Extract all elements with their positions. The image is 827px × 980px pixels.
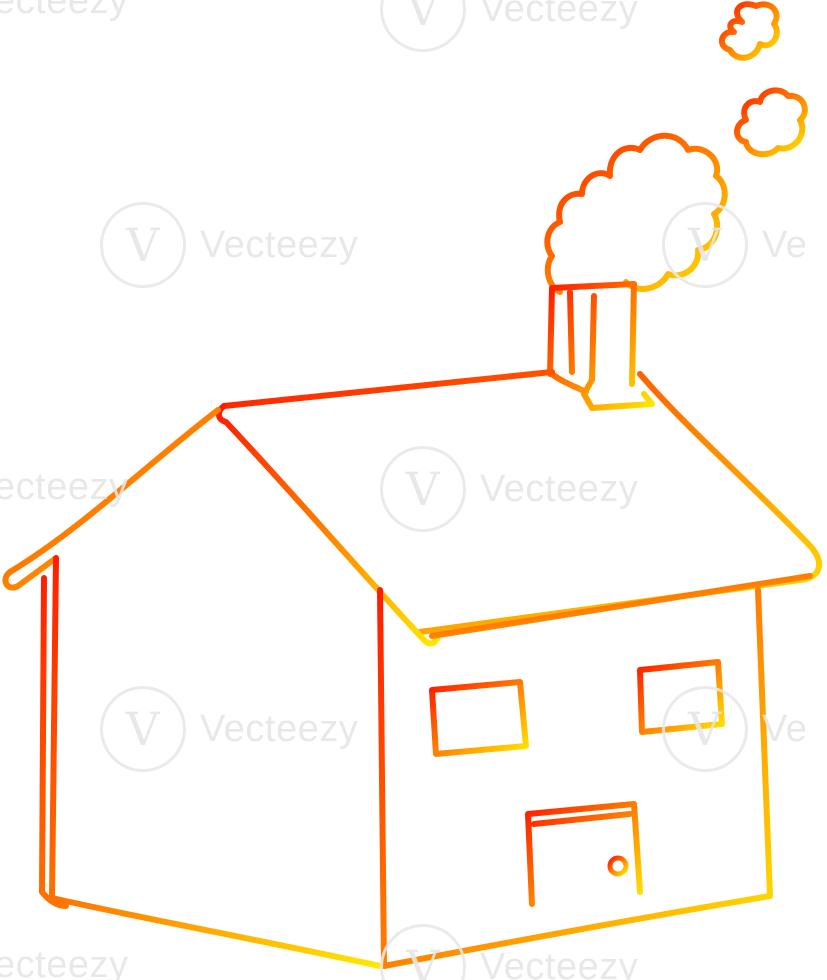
smoke-cloud [544, 132, 728, 295]
window-left [429, 679, 529, 757]
window-right [637, 659, 725, 735]
door-knob [607, 855, 629, 877]
roof-front-gable [216, 403, 441, 647]
smoke-puff-small [718, 1, 780, 61]
door [525, 801, 643, 907]
wall-front [377, 587, 773, 969]
roof-right-eave [429, 573, 813, 639]
smoke-puff-medium [734, 87, 808, 158]
wall-left [39, 555, 383, 969]
roof-left-eave [2, 407, 221, 591]
roof-ridge [221, 369, 823, 635]
chimney [547, 281, 655, 411]
